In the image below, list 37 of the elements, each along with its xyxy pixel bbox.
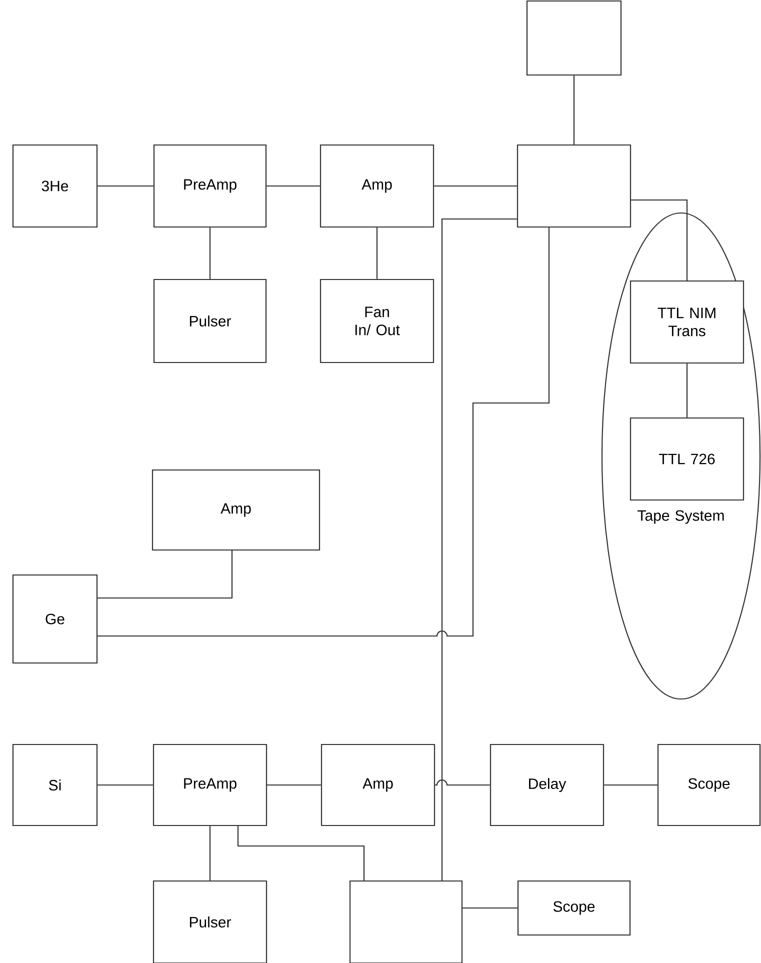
connector-line (209, 826, 211, 880)
connector-line (573, 76, 575, 144)
process-box: TTL NIM Trans (630, 280, 744, 364)
connector-line (604, 784, 658, 786)
process-box: Scope (517, 880, 631, 936)
connector-line (434, 185, 517, 187)
process-box (526, 0, 622, 76)
process-box: Amp (320, 144, 434, 228)
connector-line (441, 218, 517, 880)
connector-line (376, 228, 378, 279)
connector-line (237, 826, 365, 880)
process-box: Amp (152, 469, 320, 551)
process-box: Pulser (153, 278, 267, 364)
process-box: 3He (12, 144, 98, 228)
process-box (349, 880, 463, 963)
connector-line (267, 784, 321, 786)
process-box: Amp (320, 744, 436, 826)
process-box: Ge (12, 574, 98, 664)
connector-line (686, 364, 688, 418)
connector-line (631, 199, 688, 280)
connector-line (209, 228, 211, 279)
connector-line (98, 784, 153, 786)
process-box: PreAmp (152, 744, 268, 826)
process-box: Fan In/ Out (320, 278, 434, 364)
process-box: PreAmp (153, 144, 267, 228)
process-box (516, 144, 632, 228)
process-box: Scope (657, 744, 761, 826)
connector-line (98, 550, 233, 599)
process-box: TTL 726 (630, 417, 744, 501)
connector-line (98, 228, 550, 637)
process-box: Pulser (152, 880, 268, 963)
connector-line (98, 185, 154, 187)
connector-line (435, 779, 490, 786)
process-box: Si (12, 744, 98, 826)
connector-line (462, 907, 518, 909)
connector-line (266, 185, 320, 187)
process-box: Delay (490, 744, 604, 826)
